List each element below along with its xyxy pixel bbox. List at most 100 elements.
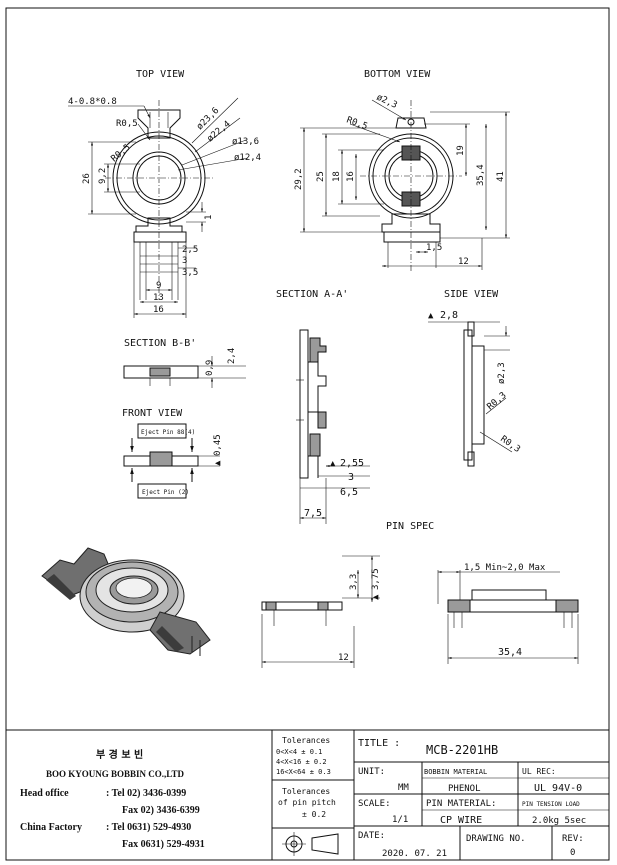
dim-w13: 13 xyxy=(153,293,164,303)
date-label: DATE: xyxy=(358,831,385,841)
dim-w25: 2,5 xyxy=(182,245,198,255)
bobbin-3d-image xyxy=(41,547,211,656)
tol-row1: 0<X<4 ± 0.1 xyxy=(276,748,322,756)
projection-symbol-icon xyxy=(282,832,339,856)
side-view: SIDE VIEW ▲ 2,8 ø2,3 R0,3 R0,3 xyxy=(428,289,522,467)
bobbin-material-value: PHENOL xyxy=(448,784,481,794)
section-bb-title: SECTION B-B' xyxy=(124,338,196,349)
dim-h18: 18 xyxy=(332,171,342,182)
head-office-tel: : Tel 02) 3436-0399 xyxy=(106,788,186,799)
dim-v1: 1 xyxy=(204,215,214,220)
pin-tension-label: PIN TENSION LOAD xyxy=(522,801,580,808)
dim-h16: 16 xyxy=(346,171,356,182)
sheet-border xyxy=(5,7,610,861)
dim-h25: 25 xyxy=(316,171,326,182)
eject-bottom-label: Eject Pin (2) xyxy=(142,489,189,496)
unit-value: MM xyxy=(398,783,409,793)
tol-title: Tolerances xyxy=(282,736,330,745)
date-value: 2020. 07. 21 xyxy=(382,849,447,859)
dim-aa-65: 6,5 xyxy=(340,487,358,498)
top-view: TOP VIEW 4-0.8*0.8 R0,5 ø23,6 ø22,4 xyxy=(68,69,261,318)
dim-h354: 35,4 xyxy=(476,164,486,186)
dim-top-r05: R0,5 xyxy=(116,119,138,129)
ul-rec-value: UL 94V-0 xyxy=(534,783,582,794)
dim-aa-3: 3 xyxy=(348,472,354,483)
dim-pin-len: 1,5 Min~2,0 Max xyxy=(464,563,546,573)
side-view-title: SIDE VIEW xyxy=(444,289,499,300)
dim-w16: 16 xyxy=(153,305,164,315)
dim-b-w15: 1,5 xyxy=(426,243,442,253)
pin-spec: PIN SPEC 3,3 ▲ 3,75 12 1,5 Min~2,0 Max xyxy=(261,521,579,668)
title-value: MCB-2201HB xyxy=(426,743,498,757)
dim-aa-75: 7,5 xyxy=(304,508,322,519)
dim-h92: 9,2 xyxy=(98,168,108,184)
dim-h26: 26 xyxy=(82,173,92,184)
dim-h41: 41 xyxy=(496,171,506,182)
drawing-no-label: DRAWING NO. xyxy=(466,834,526,844)
dim-h292: 29,2 xyxy=(294,168,304,190)
company-name: BOO KYOUNG BOBBIN CO.,LTD xyxy=(46,769,184,779)
dim-front-045: 0,45 xyxy=(213,434,223,456)
tol-row2: 4<X<16 ± 0.2 xyxy=(276,758,327,766)
section-aa-title: SECTION A-A' xyxy=(276,289,348,300)
tol-pitch-sub: of pin pitch xyxy=(278,798,336,807)
company-korean: 부 경 보 빈 xyxy=(96,748,143,761)
china-factory-label: China Factory xyxy=(20,822,82,833)
eject-top-label: Eject Pin 88(4) xyxy=(141,429,195,436)
dim-aa-255: 2,55 xyxy=(340,458,364,469)
front-view-title: FRONT VIEW xyxy=(122,408,183,419)
pin-tri: ▲ xyxy=(371,594,381,600)
tol-pitch-title: Tolerances xyxy=(282,787,330,796)
section-aa: SECTION A-A' ▲ 2,55 3 6,5 7,5 xyxy=(276,289,370,524)
front-tri: ▲ xyxy=(213,460,223,466)
dim-w9: 9 xyxy=(156,281,161,291)
bobbin-material-label: BOBBIN MATERIAL xyxy=(424,768,487,776)
bottom-view: BOTTOM VIEW ø2,3 R0,5 29,2 25 18 16 xyxy=(294,69,510,272)
bottom-view-title: BOTTOM VIEW xyxy=(364,69,431,80)
pin-material-label: PIN MATERIAL: xyxy=(426,799,496,809)
dim-d136: ø13,6 xyxy=(232,137,259,147)
rev-value: 0 xyxy=(570,848,575,858)
dim-bb-09: 0,9 xyxy=(205,360,215,376)
dim-b-w12: 12 xyxy=(458,257,469,267)
scale-label: SCALE: xyxy=(358,799,391,809)
dim-pin-375: 3,75 xyxy=(371,568,381,590)
tol-row3: 16<X<64 ± 0.3 xyxy=(276,768,331,776)
dim-w3: 3 xyxy=(182,256,187,266)
dim-w35: 3,5 xyxy=(182,268,198,278)
china-factory-fax: Fax 0631) 529-4931 xyxy=(122,839,205,850)
dim-hole: 4-0.8*0.8 xyxy=(68,97,117,107)
unit-label: UNIT: xyxy=(358,767,385,777)
title-label: TITLE : xyxy=(358,738,400,749)
sec-aa-tri: ▲ xyxy=(330,459,336,469)
head-office-label: Head office xyxy=(20,788,69,799)
dim-b-d23: ø2,3 xyxy=(375,93,399,111)
dim-pin-33: 3,3 xyxy=(349,574,359,590)
pin-tension-value: 2.0kg 5sec xyxy=(532,816,586,826)
dim-b-r05: R0,5 xyxy=(345,115,369,132)
top-view-title: TOP VIEW xyxy=(136,69,185,80)
front-view: FRONT VIEW Eject Pin 88(4) Eject Pin (2)… xyxy=(122,408,223,499)
dim-bb-24: 2,4 xyxy=(227,348,237,364)
dim-h19: 19 xyxy=(456,145,466,156)
ul-rec-label: UL REC: xyxy=(522,767,556,776)
pin-material-value: CP WIRE xyxy=(440,815,482,826)
scale-value: 1/1 xyxy=(392,815,408,825)
head-office-fax: Fax 02) 3436-6399 xyxy=(122,805,200,816)
section-bb: SECTION B-B' 0,9 2,4 xyxy=(123,338,246,388)
dim-side-r03b: R0,3 xyxy=(498,434,522,455)
tol-pitch-val: ± 0.2 xyxy=(302,810,326,819)
dim-pin-12: 12 xyxy=(338,653,349,663)
dim-pin-354: 35,4 xyxy=(498,647,522,658)
title-block: TITLE : MCB-2201HB UNIT: MM BOBBIN MATER… xyxy=(354,738,609,860)
china-factory-tel: : Tel 0631) 529-4930 xyxy=(106,822,191,833)
rev-label: REV: xyxy=(562,834,584,844)
company-block: 부 경 보 빈 BOO KYOUNG BOBBIN CO.,LTD Head o… xyxy=(6,729,609,860)
dim-d124: ø12,4 xyxy=(234,153,261,163)
side-tri: ▲ xyxy=(428,311,434,321)
dim-side-28: 2,8 xyxy=(440,310,458,321)
dim-side-r03a: R0,3 xyxy=(486,391,509,413)
dim-side-d23: ø2,3 xyxy=(497,362,507,384)
pin-spec-title: PIN SPEC xyxy=(386,521,434,532)
